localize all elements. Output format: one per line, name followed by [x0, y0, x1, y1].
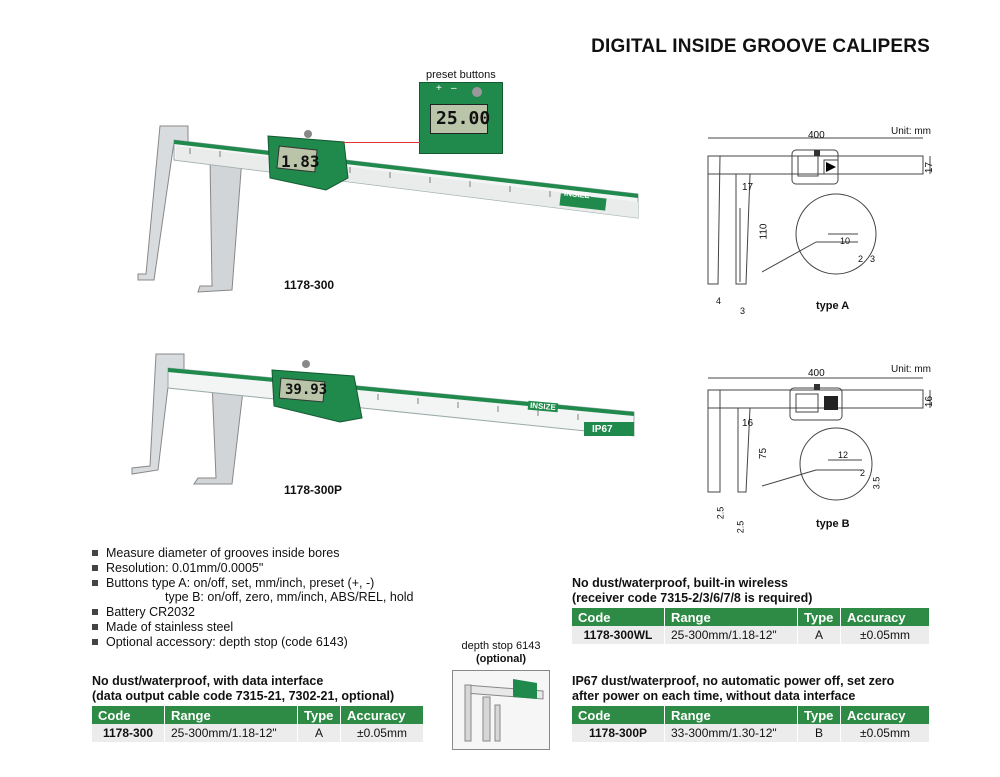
table-1-note-line2: (data output cable code 7315-21, 7302-21… — [92, 689, 395, 703]
depth-stop-optional: (optional) — [475, 653, 527, 665]
tip-b-b: 2.5 — [735, 520, 746, 534]
feature-item: Optional accessory: depth stop (code 614… — [92, 635, 414, 650]
col-accuracy: Accuracy — [840, 706, 930, 724]
col-range: Range — [164, 706, 298, 724]
plus-icon: + — [436, 83, 442, 94]
col-code: Code — [92, 706, 165, 724]
col-type: Type — [297, 706, 341, 724]
dim-a-height: 17 — [924, 161, 936, 174]
cell-type: B — [797, 724, 841, 742]
detail-b-a: 2 — [860, 468, 866, 478]
type-b-label: type B — [816, 518, 850, 530]
page-title: DIGITAL INSIDE GROOVE CALIPERS — [591, 36, 930, 57]
detail-a-w: 10 — [840, 236, 851, 246]
dim-a-jaw: 17 — [742, 182, 754, 193]
depth-stop-label: depth stop 6143 (optional) — [446, 640, 556, 666]
model-label-a: 1178-300 — [284, 278, 335, 292]
callout-line — [344, 142, 420, 143]
cell-type: A — [797, 626, 841, 644]
callout-display: 25.00 — [436, 108, 491, 129]
tip-a-b: 3 — [740, 306, 746, 316]
table-2-note-line2: (receiver code 7315-2/3/6/7/8 is require… — [572, 591, 813, 605]
cell-accuracy: ±0.05mm — [340, 724, 424, 742]
col-code: Code — [572, 706, 665, 724]
depth-stop-image — [452, 670, 550, 750]
feature-item: Buttons type A: on/off, set, mm/inch, pr… — [92, 576, 414, 591]
cell-code: 1178-300 — [92, 724, 165, 742]
feature-item: Battery CR2032 — [92, 605, 414, 620]
type-a-label: type A — [816, 300, 850, 312]
col-accuracy: Accuracy — [840, 608, 930, 626]
feature-item: Made of stainless steel — [92, 620, 414, 635]
caliper-a-display: 1.83 — [281, 152, 320, 171]
cell-range: 25-300mm/1.18-12" — [664, 626, 798, 644]
col-type: Type — [797, 706, 841, 724]
cell-code: 1178-300WL — [572, 626, 665, 644]
feature-item: Resolution: 0.01mm/0.0005" — [92, 561, 414, 576]
diagram-type-a: Unit: mm 400 17 17 110 10 2 3 4 3 type A — [698, 122, 938, 322]
detail-a-a: 2 — [858, 254, 864, 264]
cell-range: 25-300mm/1.18-12" — [164, 724, 298, 742]
cell-type: A — [297, 724, 341, 742]
detail-a-b: 3 — [870, 254, 876, 264]
dim-a-depth: 110 — [758, 223, 770, 240]
table-1-note-line1: No dust/waterproof, with data interface — [92, 674, 324, 688]
cell-accuracy: ±0.05mm — [840, 724, 930, 742]
dim-b-jaw: 16 — [742, 418, 754, 429]
tip-a-a: 4 — [716, 296, 722, 306]
col-accuracy: Accuracy — [340, 706, 424, 724]
feature-item: Measure diameter of grooves inside bores — [92, 546, 414, 561]
cell-code: 1178-300P — [572, 724, 665, 742]
detail-b-w: 12 — [838, 450, 849, 460]
caliper-b-display: 39.93 — [285, 382, 328, 398]
detail-b-b: 3.5 — [871, 476, 882, 490]
table-row: 1178-300WL 25-300mm/1.18-12" A ±0.05mm — [572, 626, 930, 644]
ip67-badge: IP67 — [592, 424, 613, 435]
table-3-note: IP67 dust/waterproof, no automatic power… — [572, 674, 894, 704]
feature-item: type B: on/off, zero, mm/inch, ABS/REL, … — [165, 590, 414, 605]
table-3-note-line2: after power on each time, without data i… — [572, 689, 856, 703]
dim-b-length: 400 — [808, 368, 825, 379]
table-2-note: No dust/waterproof, built-in wireless (r… — [572, 576, 812, 606]
preset-callout: + – 25.00 — [419, 82, 503, 154]
dim-b-depth: 75 — [758, 447, 770, 460]
table-3-note-line1: IP67 dust/waterproof, no automatic power… — [572, 674, 895, 688]
table-row: 1178-300P 33-300mm/1.30-12" B ±0.05mm — [572, 724, 930, 742]
col-range: Range — [664, 608, 798, 626]
spec-table-2: Code Range Type Accuracy 1178-300WL 25-3… — [572, 608, 930, 644]
caliper-a-image: 1.83 INSIZE — [130, 120, 650, 300]
callout-label: preset buttons — [426, 69, 496, 81]
col-type: Type — [797, 608, 841, 626]
unit-b: Unit: mm — [891, 364, 931, 375]
table-2-note-line1: No dust/waterproof, built-in wireless — [572, 576, 788, 590]
dim-b-height: 16 — [924, 395, 936, 408]
unit-a: Unit: mm — [891, 126, 931, 137]
cell-accuracy: ±0.05mm — [840, 626, 930, 644]
spec-table-3: Code Range Type Accuracy 1178-300P 33-30… — [572, 706, 930, 742]
depth-stop-title: depth stop 6143 — [461, 640, 541, 652]
diagram-type-b: Unit: mm 400 16 16 75 12 2 3.5 2.5 2.5 t… — [698, 362, 938, 537]
caliper-b-image: 39.93 INSIZE IP67 — [128, 350, 648, 490]
spec-table-1: Code Range Type Accuracy 1178-300 25-300… — [92, 706, 424, 742]
feature-list: Measure diameter of grooves inside bores… — [92, 546, 414, 650]
minus-icon: – — [451, 83, 457, 94]
table-row: 1178-300 25-300mm/1.18-12" A ±0.05mm — [92, 724, 424, 742]
tip-b-a: 2.5 — [715, 506, 726, 520]
model-label-b: 1178-300P — [284, 483, 343, 497]
col-range: Range — [664, 706, 798, 724]
cell-range: 33-300mm/1.30-12" — [664, 724, 798, 742]
col-code: Code — [572, 608, 665, 626]
table-1-note: No dust/waterproof, with data interface … — [92, 674, 394, 704]
dim-a-length: 400 — [808, 130, 825, 141]
